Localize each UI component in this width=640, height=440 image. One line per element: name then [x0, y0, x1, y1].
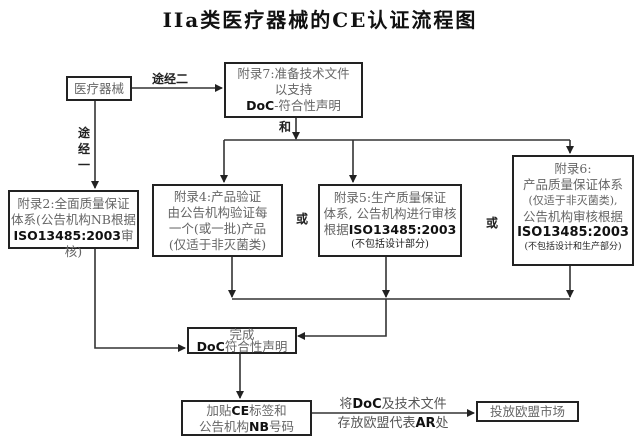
- annex4-line3: 一个(或一批)产品: [168, 221, 267, 236]
- store-line2-rest: 处: [435, 416, 449, 431]
- affix-line2-pre: 公告机构: [198, 419, 249, 434]
- annex6-line4: 公告机构审核根据: [522, 209, 623, 224]
- node-annex2: 附录2:全面质量保证 体系(公告机构NB根据 ISO13485:2003审核): [8, 190, 139, 259]
- annex4-line1: 附录4:产品验证: [173, 189, 262, 204]
- store-ar: AR: [415, 416, 436, 431]
- annex4-line2: 由公告机构验证每: [167, 205, 268, 220]
- annex2-iso: ISO13485:2003: [13, 228, 122, 243]
- node-eu-market: 投放欧盟市场: [476, 401, 579, 422]
- affix-line1-pre: 加贴: [206, 403, 232, 418]
- label-route-two: 途经二: [152, 72, 189, 86]
- affix-line1-rest: 标签和: [249, 403, 287, 418]
- eu-market-text: 投放欧盟市场: [489, 404, 565, 419]
- route-one-char2: 经: [77, 142, 90, 156]
- node-annex7: 附录7:准备技术文件 以支持 DoC-符合性声明: [224, 62, 363, 118]
- annex6-iso: ISO13485:2003: [517, 225, 629, 240]
- store-line1-pre: 将: [339, 397, 353, 412]
- node-annex5: 附录5:生产质量保证 体系, 公告机构进行审核 根据ISO13485:2003 …: [318, 184, 462, 257]
- node-medical-device-text: 医疗器械: [73, 81, 124, 96]
- label-or-1: 或: [296, 212, 309, 226]
- annex6-line2: 产品质量保证体系: [522, 177, 623, 192]
- annex7-line1: 附录7:准备技术文件: [237, 66, 350, 81]
- complete-doc: DoC: [196, 339, 225, 354]
- annex5-note: (不包括设计部分): [351, 239, 429, 250]
- annex6-line3: (仅适于非灭菌类),: [528, 194, 618, 207]
- complete-line2: 符合性声明: [224, 339, 288, 354]
- label-route-one: 途 经 一: [77, 125, 91, 173]
- store-line1-rest: 及技术文件: [381, 397, 447, 412]
- node-medical-device: 医疗器械: [66, 76, 132, 101]
- annex2-line1: 附录2:全面质量保证: [17, 196, 130, 211]
- ce-mark: CE: [231, 403, 250, 418]
- label-and: 和: [279, 120, 292, 134]
- route-one-char1: 途: [77, 126, 90, 140]
- annex7-line2: 以支持: [274, 82, 313, 97]
- edge-merge-complete: [297, 299, 387, 340]
- annex4-line4: (仅适于非灭菌类): [168, 237, 267, 252]
- route-one-char3: 一: [77, 158, 90, 172]
- annex7-line3: -符合性声明: [274, 98, 341, 113]
- affix-line2-rest: 号码: [269, 419, 295, 434]
- complete-line1: 完成: [229, 327, 255, 342]
- annex2-line2: 体系(公告机构NB根据: [10, 212, 136, 227]
- annex6-line1: 附录6:: [554, 161, 592, 176]
- label-store-docs: 将DoC及技术文件 存放欧盟代表AR处: [318, 396, 468, 432]
- annex7-doc: DoC: [246, 98, 275, 113]
- diagram-title: IIa类医疗器械的CE认证流程图: [162, 8, 478, 32]
- affix-nb: NB: [249, 419, 269, 434]
- annex5-line2: 体系, 公告机构进行审核: [323, 206, 457, 221]
- store-line2-pre: 存放欧盟代表: [337, 416, 416, 431]
- annex5-iso: ISO13485:2003: [348, 222, 457, 237]
- node-annex6: 附录6: 产品质量保证体系 (仅适于非灭菌类), 公告机构审核根据 ISO134…: [512, 155, 634, 266]
- annex6-note: (不包括设计和生产部分): [524, 242, 622, 252]
- label-or-2: 或: [486, 216, 499, 230]
- annex5-line3-pre: 根据: [323, 222, 349, 237]
- node-complete-doc: 完成 DoC符合性声明: [187, 327, 297, 354]
- edge-annex2-complete: [94, 248, 186, 352]
- store-doc: DoC: [352, 397, 382, 412]
- annex5-line1: 附录5:生产质量保证: [333, 190, 447, 205]
- annex2-line3: 审核): [64, 228, 134, 259]
- node-affix-ce: 加贴CE标签和 公告机构NB号码: [181, 400, 312, 436]
- node-annex4: 附录4:产品验证 由公告机构验证每 一个(或一批)产品 (仅适于非灭菌类): [152, 184, 283, 257]
